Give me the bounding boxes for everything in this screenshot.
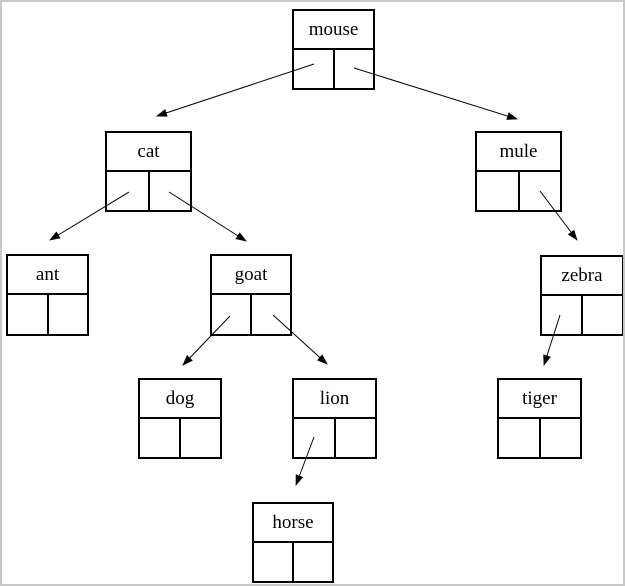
tree-node-zebra: zebra	[540, 255, 623, 336]
left-pointer-cell	[294, 50, 333, 88]
right-pointer-cell	[333, 419, 376, 457]
edge-mouse-mule	[353, 67, 518, 120]
node-label: horse	[254, 504, 332, 543]
tree-node-dog: dog	[138, 378, 222, 459]
node-label: cat	[107, 133, 190, 172]
left-pointer-cell	[254, 543, 292, 581]
node-pointer-cells	[499, 419, 580, 457]
node-label: goat	[212, 256, 290, 295]
left-pointer-cell	[294, 419, 334, 457]
left-pointer-cell	[542, 296, 581, 334]
right-pointer-cell	[581, 296, 622, 334]
tree-node-horse: horse	[252, 502, 334, 583]
left-pointer-cell	[140, 419, 179, 457]
left-pointer-cell	[499, 419, 539, 457]
node-label: tiger	[499, 380, 580, 419]
left-pointer-cell	[107, 172, 148, 210]
tree-node-tiger: tiger	[497, 378, 582, 459]
node-pointer-cells	[542, 296, 622, 334]
node-pointer-cells	[294, 419, 375, 457]
left-pointer-cell	[8, 295, 47, 334]
right-pointer-cell	[147, 172, 191, 210]
tree-node-mule: mule	[475, 131, 562, 212]
node-pointer-cells	[8, 295, 87, 334]
tree-node-ant: ant	[6, 254, 89, 336]
node-pointer-cells	[212, 295, 290, 334]
node-label: mule	[477, 133, 560, 172]
left-pointer-cell	[212, 295, 250, 334]
left-pointer-cell	[477, 172, 518, 210]
tree-node-cat: cat	[105, 131, 192, 212]
right-pointer-cell	[179, 419, 220, 457]
right-pointer-cell	[332, 50, 374, 88]
right-pointer-cell	[538, 419, 581, 457]
node-label: dog	[140, 380, 220, 419]
tree-node-mouse: mouse	[292, 9, 375, 90]
node-pointer-cells	[254, 543, 332, 581]
right-pointer-cell	[250, 295, 290, 334]
tree-node-goat: goat	[210, 254, 292, 336]
node-pointer-cells	[477, 172, 560, 210]
edge-mouse-cat	[156, 63, 315, 117]
node-label: zebra	[542, 257, 622, 296]
right-pointer-cell	[46, 295, 88, 334]
node-pointer-cells	[107, 172, 190, 210]
node-label: mouse	[294, 11, 373, 50]
node-label: lion	[294, 380, 375, 419]
node-label: ant	[8, 256, 87, 295]
node-pointer-cells	[294, 50, 373, 88]
right-pointer-cell	[517, 172, 561, 210]
right-pointer-cell	[292, 543, 332, 581]
tree-node-lion: lion	[292, 378, 377, 459]
node-pointer-cells	[140, 419, 220, 457]
